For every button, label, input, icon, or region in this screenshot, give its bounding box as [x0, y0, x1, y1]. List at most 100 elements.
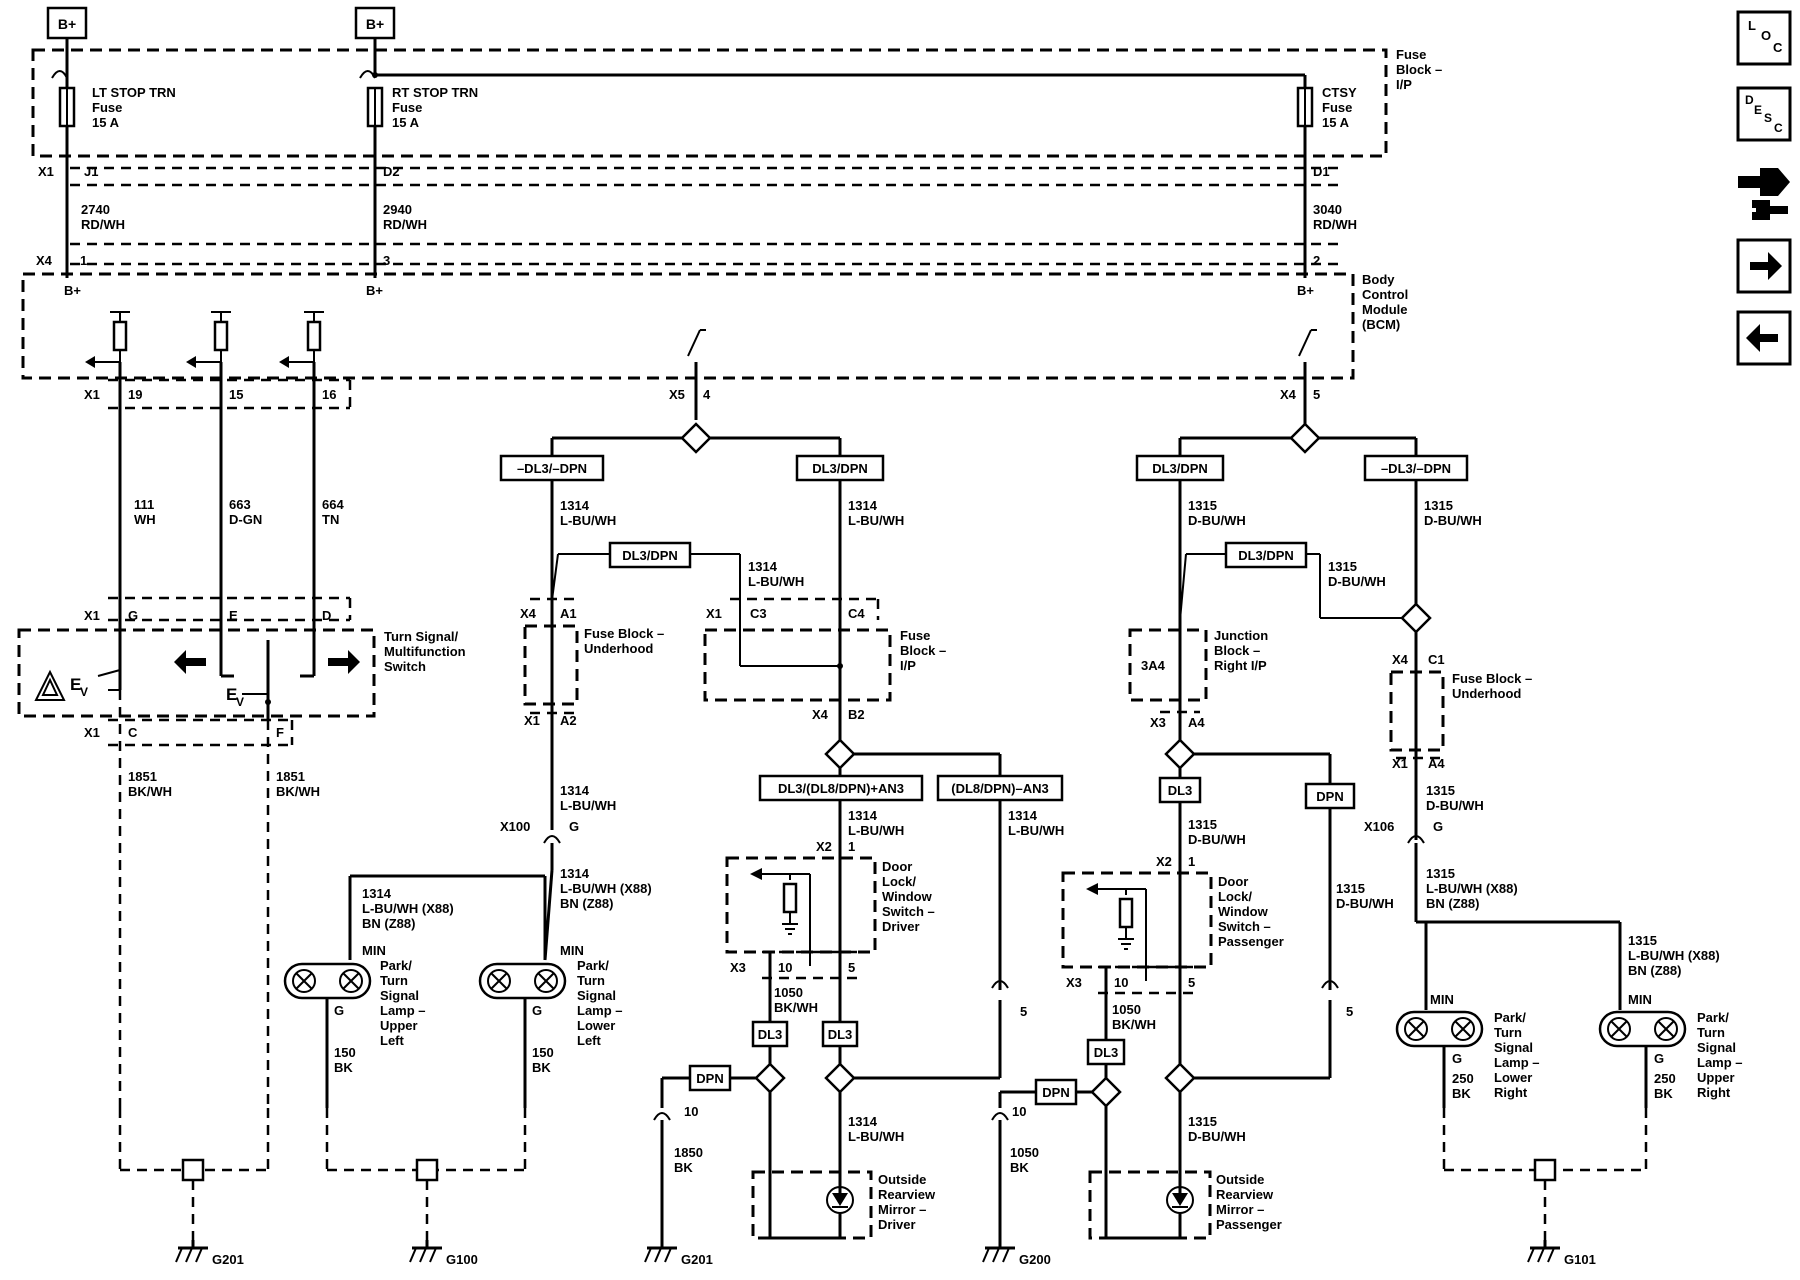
svg-text:DPN: DPN — [696, 1071, 723, 1086]
svg-text:X1: X1 — [84, 725, 100, 740]
svg-text:L-BU/WH: L-BU/WH — [1008, 823, 1064, 838]
svg-text:DL3/DPN: DL3/DPN — [812, 461, 868, 476]
svg-text:L-BU/WH: L-BU/WH — [560, 798, 616, 813]
ground-bus-g101 — [1442, 1108, 1648, 1240]
left-lamps-feed: 1314 L-BU/WH (X88) BN (Z88) — [348, 874, 547, 960]
svg-text:D2: D2 — [383, 164, 400, 179]
connector-button[interactable] — [1738, 168, 1790, 220]
svg-text:B+: B+ — [64, 283, 81, 298]
svg-text:DL3: DL3 — [1168, 783, 1193, 798]
svg-text:D-GN: D-GN — [229, 512, 262, 527]
arrow-right-indicator-icon — [328, 650, 360, 674]
svg-text:D1: D1 — [1313, 164, 1330, 179]
bcm-output-connector: X1 19 15 16 X5 4 X4 5 — [84, 378, 1320, 410]
svg-text:G201: G201 — [681, 1252, 713, 1267]
svg-text:2940: 2940 — [383, 202, 412, 217]
svg-text:CTSY: CTSY — [1322, 85, 1357, 100]
turn-signal-wires: 111 WH 663 D-GN 664 TN — [118, 362, 344, 670]
svg-text:1315: 1315 — [1424, 498, 1453, 513]
svg-text:G: G — [569, 819, 579, 834]
svg-text:1315: 1315 — [1426, 866, 1455, 881]
svg-text:RT STOP TRN: RT STOP TRN — [392, 85, 478, 100]
arrow-left-indicator-icon — [174, 650, 206, 674]
ground-g201-mid: G201 — [644, 1240, 713, 1267]
svg-text:V: V — [80, 685, 88, 699]
svg-text:X4: X4 — [812, 707, 829, 722]
svg-text:F: F — [276, 725, 284, 740]
svg-text:663: 663 — [229, 497, 251, 512]
svg-text:A1: A1 — [560, 606, 577, 621]
x106-connector: 1315 D-BU/WH X106 G 1315 L-BU/WH (X88) B… — [1364, 783, 1518, 924]
svg-text:X106: X106 — [1364, 819, 1394, 834]
svg-text:5: 5 — [1313, 387, 1320, 402]
svg-text:X5: X5 — [669, 387, 685, 402]
option-dl3-dpn-left: DL3/DPN — [795, 454, 885, 482]
svg-text:D-BU/WH: D-BU/WH — [1336, 896, 1394, 911]
svg-text:C: C — [128, 725, 138, 740]
svg-text:G100: G100 — [446, 1252, 478, 1267]
svg-text:L-BU/WH: L-BU/WH — [848, 823, 904, 838]
right-dl3-splice: DL3 DPN 1315 D-BU/WH 1315 D-BU/WH — [1158, 700, 1394, 1060]
svg-text:G: G — [1433, 819, 1443, 834]
svg-text:A4: A4 — [1188, 715, 1205, 730]
svg-text:1314: 1314 — [560, 498, 590, 513]
svg-text:X100: X100 — [500, 819, 530, 834]
svg-text:X4: X4 — [1392, 652, 1409, 667]
svg-text:X4: X4 — [36, 253, 53, 268]
connector-icon — [1738, 168, 1790, 220]
svg-text:BK: BK — [674, 1160, 693, 1175]
svg-text:WH: WH — [134, 512, 156, 527]
svg-text:V: V — [236, 695, 244, 709]
svg-text:X1: X1 — [38, 164, 54, 179]
svg-text:G200: G200 — [1019, 1252, 1051, 1267]
svg-text:C3: C3 — [750, 606, 767, 621]
fuse-lt-stop-trn: LT STOP TRN Fuse 15 A — [58, 85, 176, 130]
svg-text:E: E — [1754, 103, 1762, 117]
fuse-ctsy: CTSY Fuse 15 A — [1296, 85, 1357, 130]
svg-text:BN (Z88): BN (Z88) — [560, 896, 613, 911]
svg-text:BK: BK — [334, 1060, 353, 1075]
svg-text:O: O — [1761, 28, 1771, 43]
svg-text:2: 2 — [1313, 253, 1320, 268]
svg-text:111: 111 — [134, 497, 154, 512]
right-feed-splice — [1178, 392, 1418, 456]
bcm-switch-x4 — [1298, 329, 1317, 392]
loc-button[interactable]: L O C — [1736, 10, 1792, 66]
prev-button[interactable] — [1736, 310, 1792, 366]
svg-text:19: 19 — [128, 387, 142, 402]
svg-text:BK/WH: BK/WH — [276, 784, 320, 799]
svg-text:X2: X2 — [816, 839, 832, 854]
svg-text:D-BU/WH: D-BU/WH — [1188, 1129, 1246, 1144]
desc-button[interactable]: D E S C — [1736, 86, 1792, 142]
svg-text:C: C — [1773, 40, 1783, 55]
left-an3-splice: DL3/(DL8/DPN)+AN3 (DL8/DPN)–AN3 1314 L-B… — [758, 700, 1064, 1060]
svg-text:BK: BK — [1452, 1086, 1471, 1101]
svg-text:10: 10 — [1012, 1104, 1026, 1119]
svg-text:A2: A2 — [560, 713, 577, 728]
svg-text:G201: G201 — [212, 1252, 244, 1267]
svg-text:D-BU/WH: D-BU/WH — [1188, 832, 1246, 847]
turn-switch-ground-wires: 1851 BK/WH 1851 BK/WH — [118, 690, 320, 1108]
svg-text:(DL8/DPN)–AN3: (DL8/DPN)–AN3 — [951, 781, 1049, 796]
x100-connector: X100 G 1314 L-BU/WH 1314 L-BU/WH (X88) B… — [500, 783, 652, 961]
svg-text:4: 4 — [703, 387, 711, 402]
svg-text:X4: X4 — [1280, 387, 1297, 402]
next-button[interactable] — [1736, 238, 1792, 294]
svg-text:L-BU/WH: L-BU/WH — [748, 574, 804, 589]
right-lamps-feed: 1315 L-BU/WH (X88) BN (Z88) — [1424, 920, 1720, 1010]
svg-text:Fuse: Fuse — [92, 100, 122, 115]
svg-text:C4: C4 — [848, 606, 865, 621]
svg-text:BK: BK — [532, 1060, 551, 1075]
svg-text:3: 3 — [383, 253, 390, 268]
svg-text:250: 250 — [1654, 1071, 1676, 1086]
